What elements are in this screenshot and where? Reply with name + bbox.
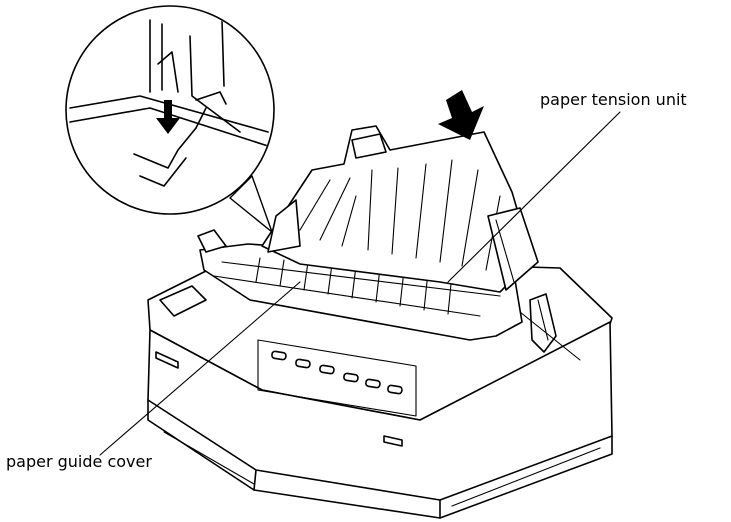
control-buttons [271,350,403,395]
paper-tension-unit [261,125,539,293]
down-arrow-icon [156,100,180,134]
paper-guide-cover-label: paper guide cover [6,452,152,471]
down-arrow-icon [438,90,484,140]
leader-paper-guide-cover [99,281,301,456]
paper-tension-unit-label: paper tension unit [540,90,687,109]
detail-callout [65,5,275,233]
leader-paper-tension-unit [447,111,621,283]
